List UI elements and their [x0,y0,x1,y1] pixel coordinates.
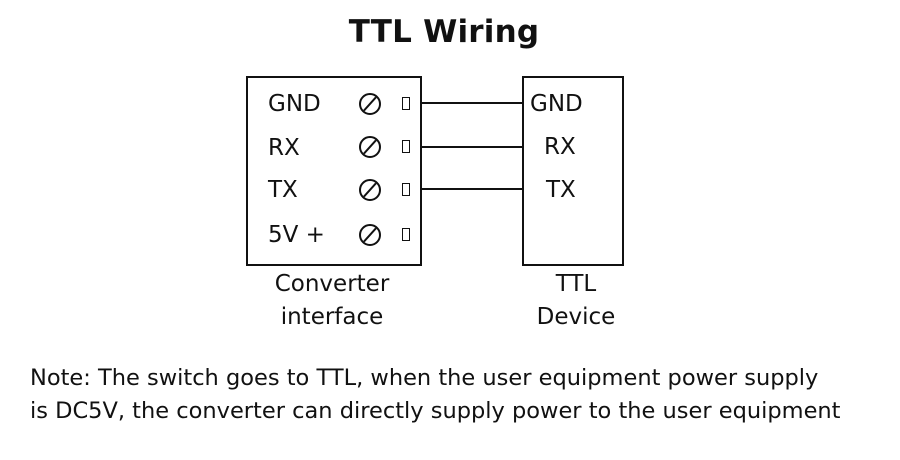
screw-terminal-icon [359,93,381,115]
converter-caption-line1: Converter [274,271,390,297]
wiring-note: Note: The switch goes to TTL, when the u… [30,362,890,428]
converter-pin-5v-label: 5V + [268,222,325,248]
device-pin-tx-label: TX [546,177,576,203]
screw-terminal-icon [359,136,381,158]
terminal-slot-icon [402,97,410,110]
ttl-device-box [522,76,624,266]
device-pin-rx-label: RX [544,134,576,160]
converter-pin-tx-label: TX [268,177,298,203]
note-line-1: Note: The switch goes to TTL, when the u… [30,365,819,391]
wire-tx [420,188,524,190]
terminal-slot-icon [402,140,410,153]
terminal-slot-icon [402,183,410,196]
diagram-title: TTL Wiring [348,14,540,50]
converter-caption-line2: interface [280,304,384,330]
wire-gnd [420,102,524,104]
screw-terminal-icon [359,224,381,246]
terminal-slot-icon [402,228,410,241]
device-caption-line2: Device [536,304,616,330]
device-caption-line1: TTL [555,271,597,297]
converter-caption: Converter interface [232,268,432,334]
wire-rx [420,146,524,148]
device-caption: TTL Device [521,268,631,334]
converter-pin-gnd-label: GND [268,91,321,117]
screw-terminal-icon [359,179,381,201]
note-line-2: is DC5V, the converter can directly supp… [30,398,841,424]
converter-interface-box [246,76,422,266]
converter-pin-rx-label: RX [268,135,300,161]
device-pin-gnd-label: GND [530,91,583,117]
